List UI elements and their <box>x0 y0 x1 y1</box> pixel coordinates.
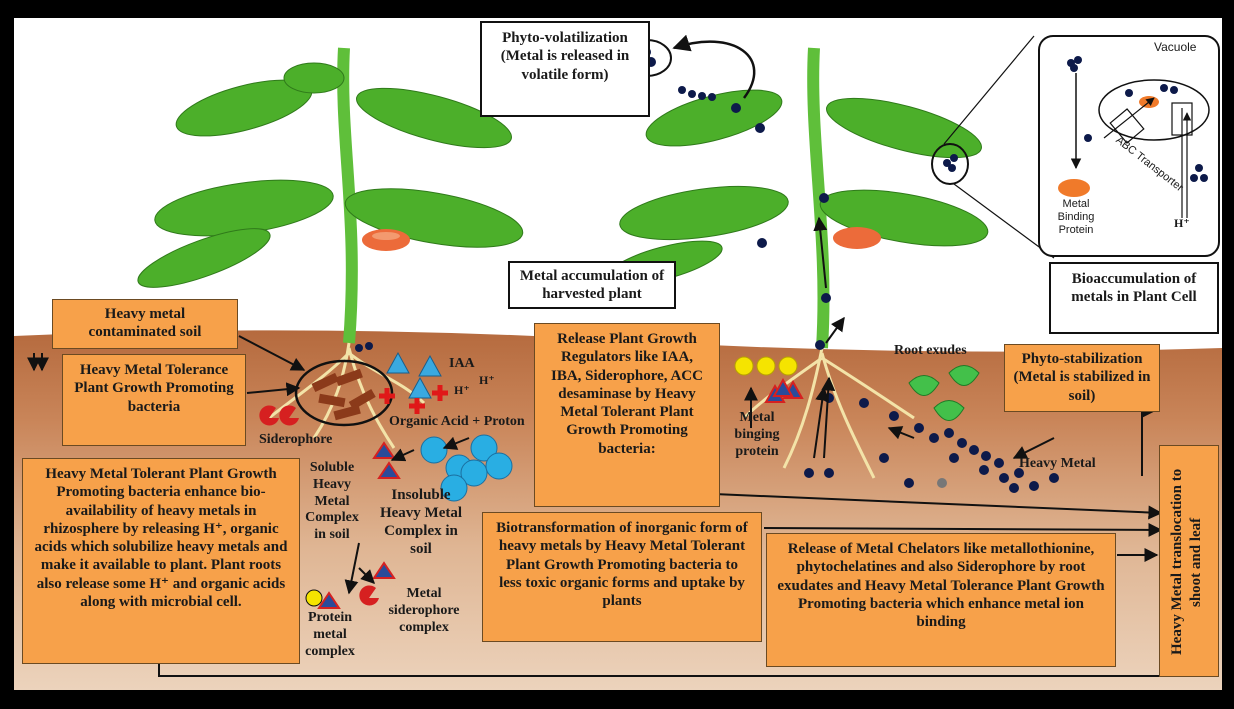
metal-accumulation-box: Metal accumulation of harvested plant <box>508 261 676 309</box>
h-minus-label: H⁺ <box>1174 216 1190 230</box>
tolerance-bacteria-box: Heavy Metal Tolerance Plant Growth Promo… <box>62 354 246 446</box>
organic-acid-label: Organic Acid + Proton <box>389 414 525 431</box>
root-exudes-label: Root exudes <box>894 343 967 360</box>
h-plus-label-1: H⁺ <box>454 383 470 397</box>
iaa-label: IAA <box>449 356 475 373</box>
translocation-box: Heavy Metal translocation to shoot and l… <box>1159 445 1219 677</box>
bioaccumulation-box: Bioaccumulation of metals in Plant Cell <box>1049 262 1219 334</box>
metal-siderophore-complex-label: Metal siderophore complex <box>379 586 469 636</box>
translocation-label: Heavy Metal translocation to shoot and l… <box>1168 456 1212 668</box>
metal-binging-protein-label: Metal binging protein <box>722 410 792 460</box>
diagram-frame: Phyto-volatilization (Metal is released … <box>14 18 1222 690</box>
metal-binding-protein-label: Metal Binding Protein <box>1050 198 1102 238</box>
heavy-metal-label: Heavy Metal <box>1019 456 1096 473</box>
bioavailability-box: Heavy Metal Tolerant Plant Growth Promot… <box>22 458 300 664</box>
protein-metal-complex-label: Protein metal complex <box>302 610 358 660</box>
vacuole-label: Vacuole <box>1154 40 1196 54</box>
siderophore-label: Siderophore <box>259 432 332 449</box>
biotransformation-box: Biotransformation of inorganic form of h… <box>482 512 762 642</box>
insoluble-complex-label: Insoluble Heavy Metal Complex in soil <box>376 486 466 558</box>
phytostabilization-box: Phyto-stabilization (Metal is stabilized… <box>1004 344 1160 412</box>
h-plus-label-2: H⁺ <box>479 373 495 387</box>
phytovolatilization-box: Phyto-volatilization (Metal is released … <box>480 21 650 117</box>
release-regulators-box: Release Plant Growth Regulators like IAA… <box>534 323 720 507</box>
chelators-box: Release of Metal Chelators like metallot… <box>766 533 1116 667</box>
soluble-complex-label: Soluble Heavy Metal Complex in soil <box>304 460 360 544</box>
contaminated-soil-box: Heavy metal contaminated soil <box>52 299 238 349</box>
